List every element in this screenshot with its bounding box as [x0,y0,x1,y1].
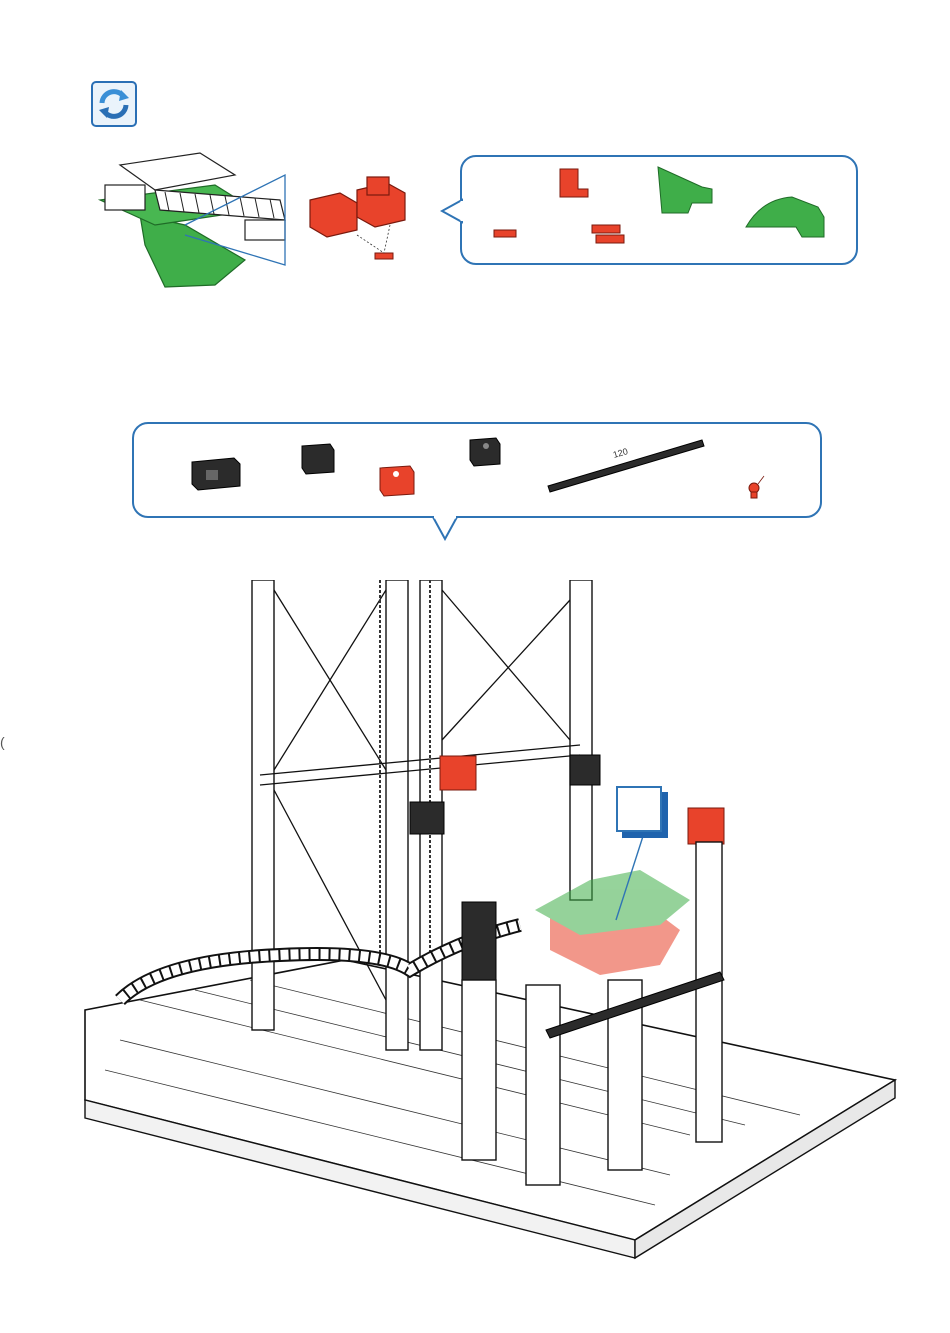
parts-callout-top [460,155,858,265]
parts-callout-middle: 120 [132,422,822,518]
red-building-block-part [380,466,414,496]
callout-tail-middle [431,515,459,541]
ghost-subassembly [535,870,690,975]
rotate-arrows-icon [93,83,135,125]
red-small-plate-part [494,230,516,237]
callout-tail-top [440,198,464,224]
top-subassembly-illustration [95,145,445,290]
red-angle-block-part [560,169,588,197]
red-double-plate-part [592,225,624,243]
black-building-block-part [470,438,500,466]
substep-marker [616,786,662,832]
parts-callout-top-contents [462,157,856,263]
parts-callout-middle-contents: 120 [134,424,820,516]
tower-assembly-illustration [80,580,910,1270]
rotate-badge [91,81,137,127]
green-side-panel-part [658,167,712,213]
black-building-block-15-part [302,444,334,474]
red-peg-part [749,476,764,498]
green-curved-panel-part [746,197,824,237]
edge-mark: ( [0,735,5,749]
strut-length-label: 120 [612,446,629,460]
black-strut-part: 120 [548,440,704,492]
black-building-block-30-part [192,458,240,490]
